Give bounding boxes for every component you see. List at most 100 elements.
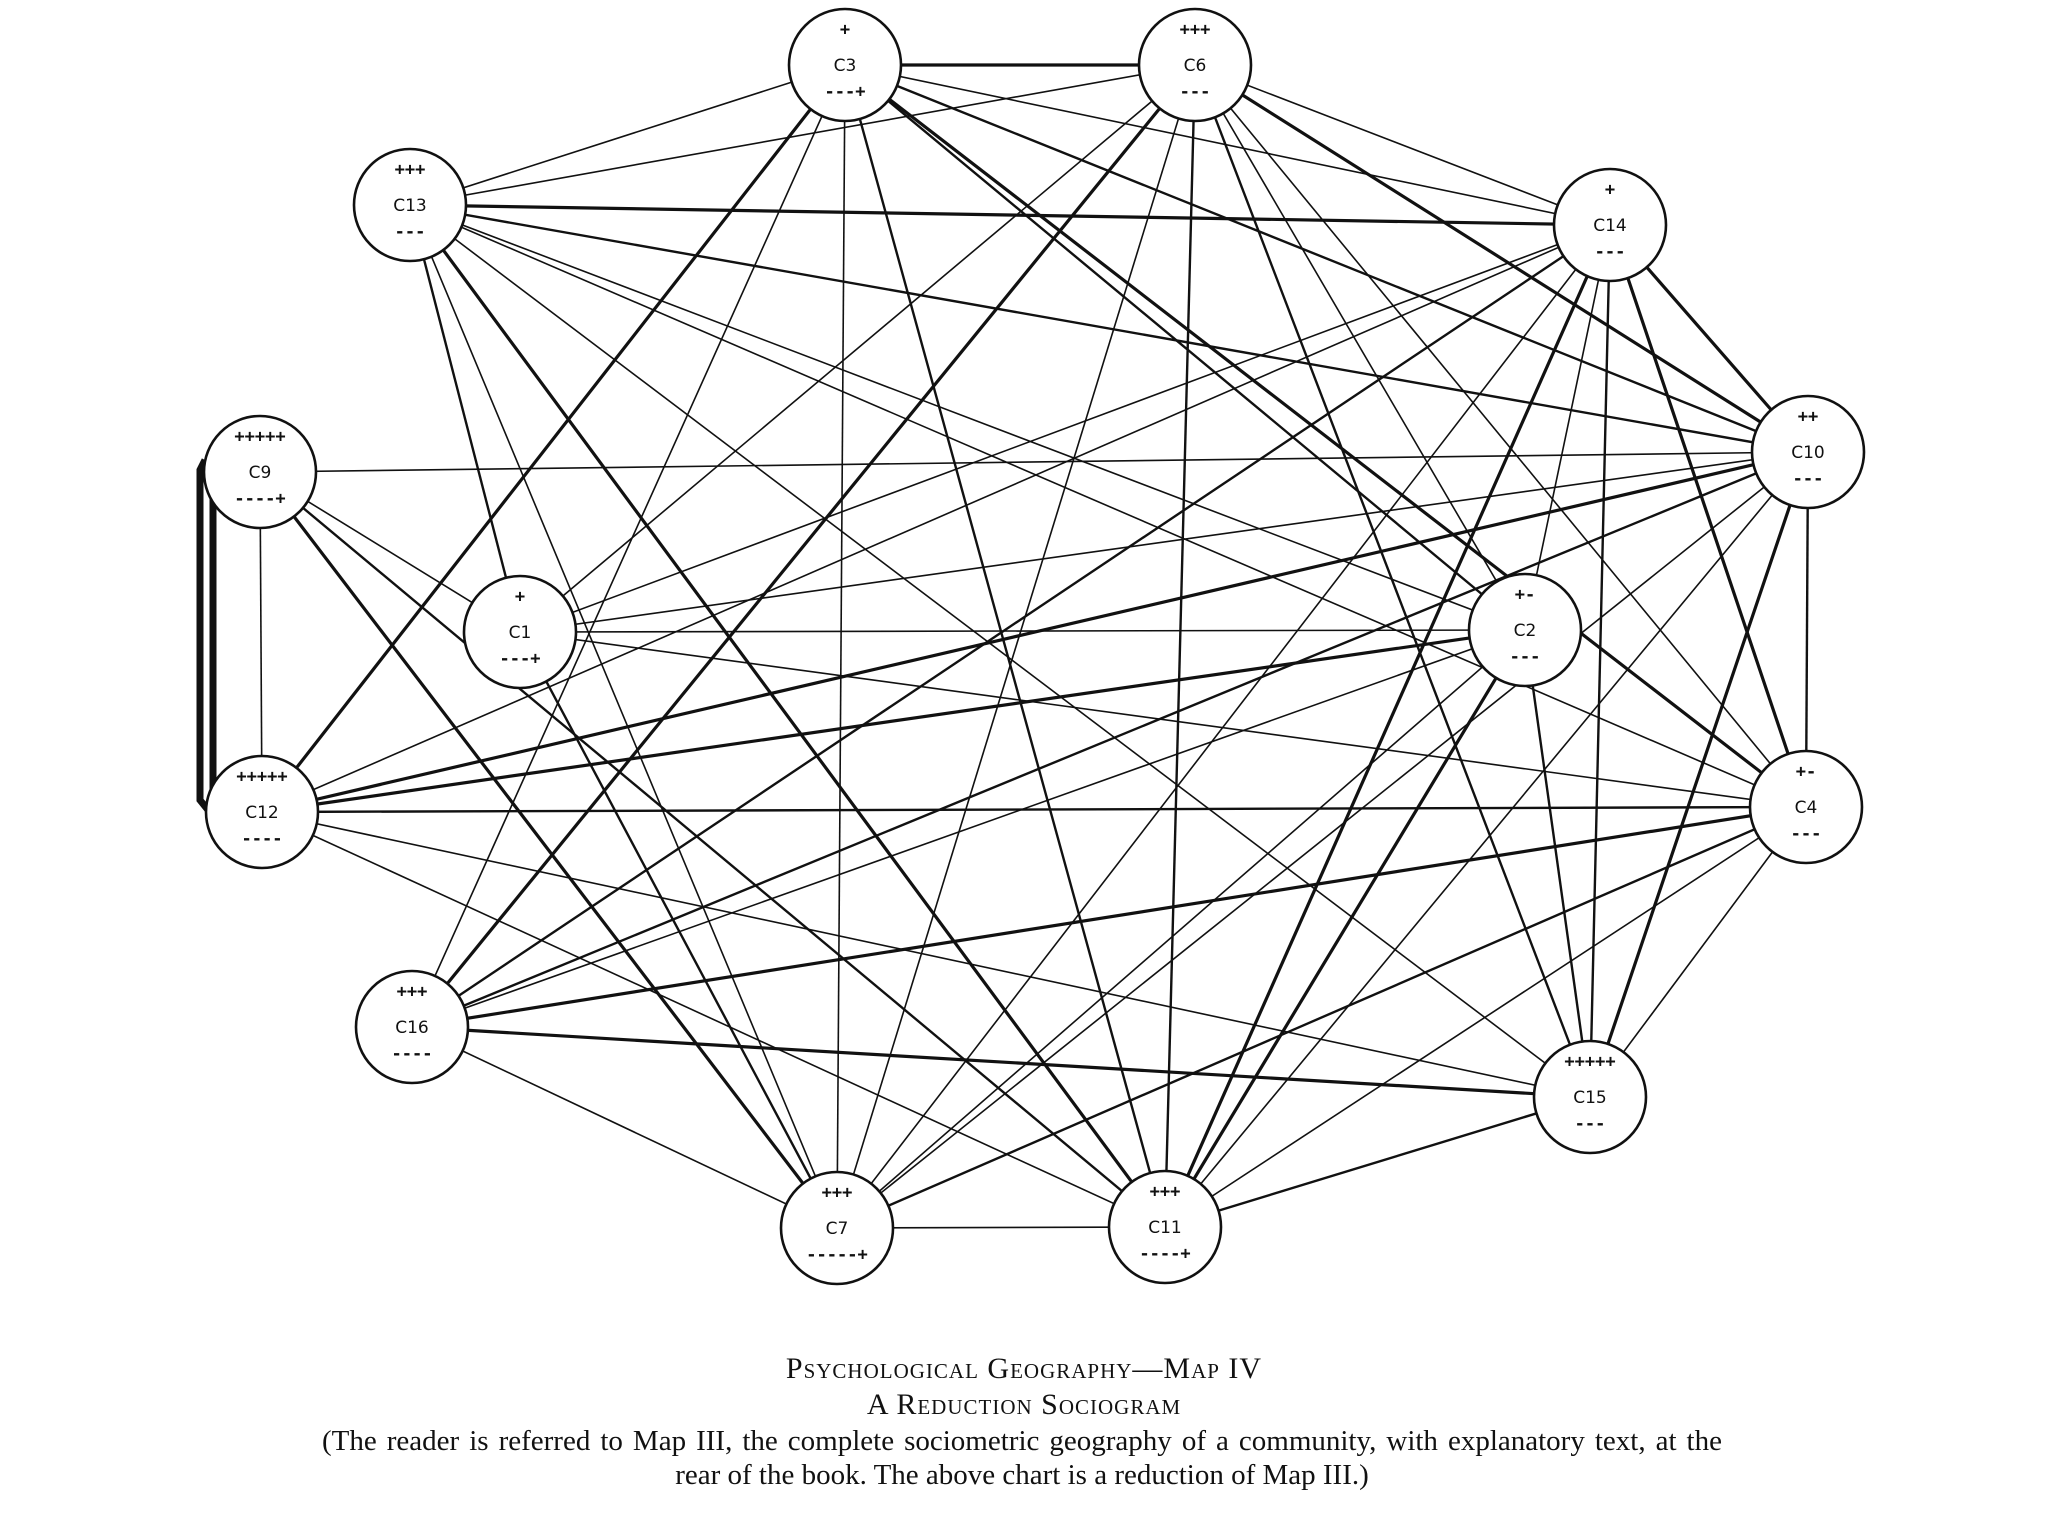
edge-c14-c7 (836, 224, 1611, 1229)
edge-c13-c7 (409, 204, 838, 1229)
node-c12: +++++C12---- (204, 754, 320, 870)
edge-c6-c15 (1193, 64, 1592, 1098)
node-bottom-marks: --- (1180, 82, 1211, 102)
node-circle (462, 574, 578, 690)
node-label: C9 (249, 463, 272, 483)
node-circle (202, 414, 318, 530)
node-top-marks: +++++ (1564, 1052, 1615, 1072)
edge-c14-c15 (1588, 224, 1612, 1098)
node-c7: +++C7-----+ (779, 1170, 895, 1286)
edge-c9-c7 (258, 471, 839, 1229)
node-circle (1552, 167, 1668, 283)
node-label: C14 (1593, 216, 1627, 236)
edge-c13-c4 (409, 204, 1807, 808)
edge-c10-c7 (836, 451, 1809, 1229)
node-c14: +C14--- (1552, 167, 1668, 283)
map-subtitle: A Reduction Sociogram (866, 1388, 1182, 1421)
edge-c2-c16 (411, 629, 1526, 1028)
edge-c2-c7 (836, 629, 1526, 1229)
node-label: C11 (1148, 1218, 1182, 1238)
edge-layer (196, 63, 1810, 1230)
edge-c4-c7 (836, 805, 1807, 1230)
node-top-marks: + (1605, 180, 1615, 200)
node-top-marks: +++++ (236, 767, 287, 787)
edge-c2-c12 (261, 628, 1526, 814)
edge-c14-c4 (1608, 224, 1808, 808)
edge-c10-c4 (1804, 451, 1810, 808)
edge-c9-c10 (259, 451, 1809, 473)
edge-c13-c10 (409, 203, 1809, 454)
node-c9: +++++C9----+ (202, 414, 318, 530)
node-bottom-marks: -----+ (806, 1245, 867, 1265)
edge-c15-c11 (1164, 1095, 1591, 1229)
edge-c13-c1 (408, 204, 522, 633)
edge-c2-c11 (1163, 629, 1527, 1228)
node-bottom-marks: --- (1793, 469, 1824, 489)
node-label: C4 (1795, 798, 1818, 818)
node-top-marks: +++ (822, 1183, 853, 1203)
edge-c4-c15 (1589, 806, 1807, 1098)
edge-c4-c16 (411, 805, 1807, 1029)
node-top-marks: +++ (395, 160, 426, 180)
node-circle (1137, 7, 1253, 123)
edge-c2-c15 (1523, 629, 1592, 1098)
edge-c6-c1 (519, 64, 1196, 633)
node-c1: + C1 ---+ (462, 574, 578, 690)
edge-c4-c11 (1164, 806, 1807, 1228)
node-layer: +C3---++++C6---+++C13---+C14---+++++C9--… (202, 7, 1866, 1286)
node-top-marks: + (840, 20, 850, 40)
edge-c16-c7 (411, 1026, 838, 1229)
node-top-marks: +++ (1180, 20, 1211, 40)
node-circle (1750, 394, 1866, 510)
node-top-marks: + (515, 587, 525, 607)
node-circle (787, 7, 903, 123)
edge-c6-c14 (1194, 64, 1611, 226)
edge-c10-c1 (519, 451, 1809, 633)
map-title: Psychological Geography—Map IV (785, 1352, 1263, 1385)
edge-c10-c12 (261, 450, 1809, 814)
node-c2: +-C2--- (1467, 572, 1583, 688)
node-top-marks: ++ (1798, 407, 1818, 427)
edge-c6-c2 (1194, 64, 1526, 631)
edge-c3-c2 (844, 64, 1526, 631)
node-c11: +++C11----+ (1107, 1169, 1223, 1285)
edge-c3-c4 (844, 63, 1807, 809)
edge-c6-c10 (1194, 63, 1809, 454)
node-circle (1532, 1039, 1648, 1155)
node-bottom-marks: --- (1575, 1114, 1606, 1134)
edge-c6-c16 (410, 63, 1197, 1029)
edge-c13-c11 (408, 204, 1167, 1228)
node-top-marks: +++ (1150, 1182, 1181, 1202)
node-top-marks: +++++ (234, 427, 285, 447)
node-bottom-marks: ---- (392, 1044, 433, 1064)
node-c13: +++C13--- (352, 147, 468, 263)
node-c15: +++++ C15 --- (1532, 1039, 1648, 1155)
edge-c13-c15 (409, 204, 1591, 1098)
node-label: C3 (834, 56, 857, 76)
node-label: C15 (1573, 1088, 1607, 1108)
edge-c3-c11 (843, 64, 1167, 1228)
edge-c1-c4 (519, 631, 1807, 808)
node-label: C1 (509, 623, 532, 643)
node-label: C13 (393, 196, 427, 216)
edge-c6-c4 (1194, 64, 1807, 808)
node-label: C16 (395, 1018, 429, 1038)
edge-c12-c15 (261, 811, 1591, 1098)
sociogram-diagram: +C3---++++C6---+++C13---+C14---+++++C9--… (196, 7, 1866, 1286)
node-circle (1748, 749, 1864, 865)
edge-c10-c16 (411, 450, 1809, 1029)
node-circle (1107, 1169, 1223, 1285)
edge-c14-c2 (1524, 224, 1611, 631)
node-bottom-marks: ---+ (500, 649, 541, 669)
node-c4: +-C4--- (1748, 749, 1864, 865)
edge-c3-c16 (411, 64, 846, 1028)
edge-c10-c15 (1588, 451, 1810, 1098)
node-label: C6 (1184, 56, 1207, 76)
node-bottom-marks: --- (1510, 647, 1541, 667)
edge-c3-c12 (260, 64, 847, 813)
node-bottom-marks: ---+ (825, 82, 866, 102)
node-bottom-marks: --- (1791, 824, 1822, 844)
node-top-marks: +++ (397, 982, 428, 1002)
edge-c3-c10 (844, 63, 1809, 454)
edge-c6-c7 (836, 64, 1196, 1229)
